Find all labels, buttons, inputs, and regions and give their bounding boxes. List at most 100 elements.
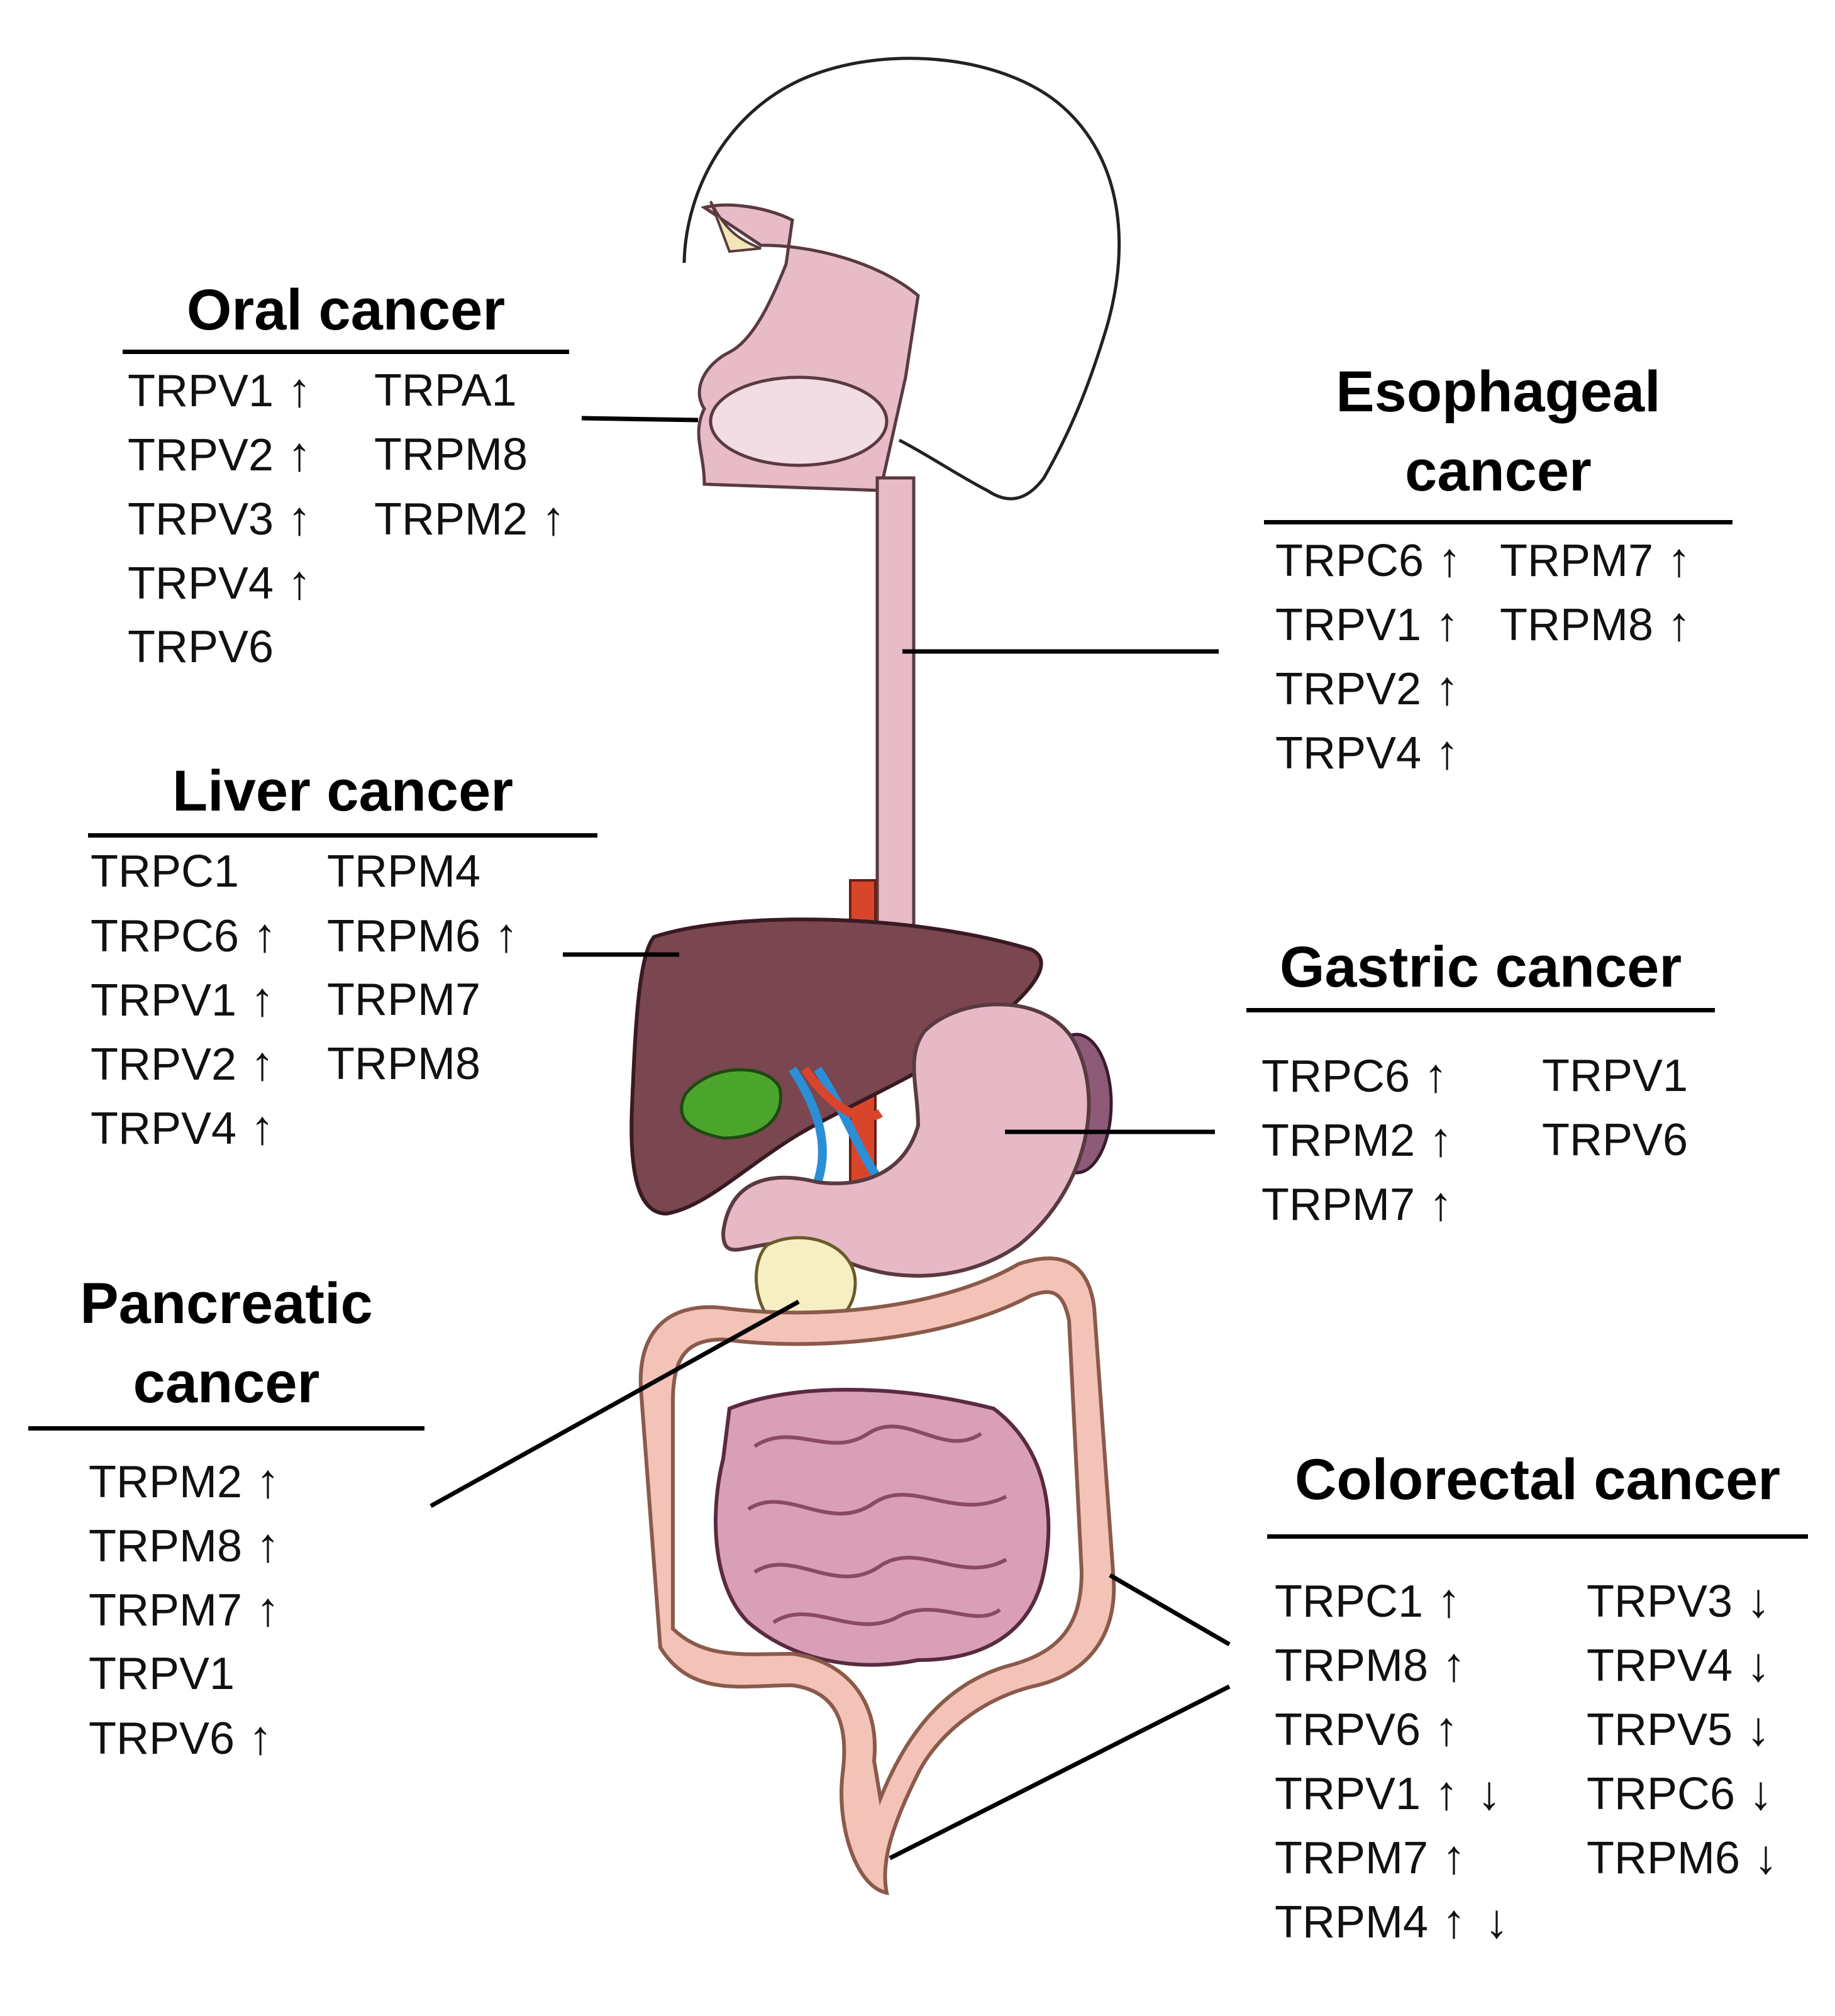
title-rule [123, 350, 569, 354]
gene-entry: TRPV6↑ [1275, 1697, 1509, 1761]
up-arrow-icon: ↑ [1442, 1895, 1466, 1948]
title-line: Liver cancer [172, 759, 514, 823]
down-arrow-icon: ↓ [1746, 1574, 1771, 1627]
gene-entry: TRPV1↑ [128, 358, 311, 423]
up-arrow-icon: ↑ [1438, 533, 1462, 587]
title-line: Oral cancer [186, 278, 506, 342]
gene-entry: TRPC1↑ [1275, 1569, 1509, 1633]
panel-pancreatic: Pancreatic cancer TRPM2↑TRPM8↑TRPM7↑TRPV… [28, 1264, 424, 1764]
up-arrow-icon: ↑ [1429, 1177, 1453, 1231]
gene-name: TRPV2 [1275, 664, 1422, 714]
gene-name: TRPM6 [1587, 1833, 1741, 1883]
up-arrow-icon: ↑ [248, 1711, 273, 1764]
gene-entry: TRPV3↑ [128, 487, 311, 551]
gene-name: TRPV1 [91, 975, 237, 1026]
gene-column-1: TRPC6↑TRPV1↑TRPV2↑TRPV4↑ [1275, 528, 1461, 785]
gene-entry: TRPV1↑ [1275, 592, 1461, 656]
title-line: Pancreatic [80, 1271, 373, 1336]
gene-name: TRPM2 [89, 1457, 243, 1507]
up-arrow-icon: ↑ [253, 909, 277, 962]
esophagus [875, 476, 916, 958]
gene-column-1: TRPC6↑ TRPM2 ↑ TRPM7 ↑ [1261, 1044, 1453, 1236]
gene-name: TRPC6 [91, 911, 240, 961]
gene-entry: TRPM2 ↑ [1261, 1108, 1453, 1172]
gene-name: TRPV1 [128, 366, 274, 416]
gene-entry: TRPM6↓ [1587, 1825, 1778, 1890]
up-arrow-icon: ↑ [287, 556, 312, 609]
up-arrow-icon: ↑ [1435, 662, 1460, 715]
gene-name: TRPM7 [327, 975, 481, 1025]
gene-entry: TRPV1 [89, 1642, 280, 1706]
gene-entry: TRPM2↑ [89, 1449, 280, 1514]
gene-entry: TRPM8 [374, 423, 565, 487]
gene-name: TRPV6 [128, 622, 274, 672]
gene-name: TRPV2 [128, 430, 274, 480]
gene-name: TRPM4 [1275, 1897, 1429, 1947]
gallbladder [680, 1068, 782, 1140]
gene-name: TRPM8 [1500, 600, 1654, 650]
gene-name: TRPM4 [327, 846, 481, 897]
panel-title: Oral cancer [123, 270, 569, 350]
gene-name: TRPC6 [1261, 1051, 1411, 1102]
panel-title: Liver cancer [88, 751, 597, 833]
gene-entry: TRPM2↑ [374, 487, 565, 551]
title-rule [88, 833, 597, 838]
gene-name: TRPM7 [1261, 1180, 1416, 1230]
up-arrow-icon: ↑ [494, 909, 519, 962]
gene-entry: TRPM6↑ [327, 904, 518, 968]
gene-entry: TRPM7↑ [1275, 1825, 1509, 1890]
gene-entry: TRPV4↑ [91, 1096, 277, 1160]
small-intestine [714, 1388, 1051, 1667]
gene-column-2: TRPM7↑TRPM8↑ [1500, 528, 1691, 656]
up-arrow-icon: ↑ [287, 428, 312, 481]
gene-name: TRPC6 [1587, 1769, 1736, 1819]
up-arrow-icon: ↑ [1429, 1113, 1453, 1166]
gene-entry: TRPM7↑ [1500, 528, 1691, 592]
gene-name: TRPV2 [91, 1039, 237, 1090]
gene-entry: TRPV4↑ [128, 551, 311, 615]
sinus [709, 201, 762, 253]
up-arrow-icon: ↑ [250, 1101, 275, 1155]
gene-name: TRPV4 [1275, 728, 1422, 778]
gene-entry: TRPM4 [327, 839, 518, 904]
gene-entry: TRPC6↑ [1261, 1044, 1453, 1108]
gene-name: TRPM2 [1261, 1116, 1416, 1166]
gene-entry: TRPA1 [374, 358, 565, 423]
gene-name: TRPV1 [1275, 1769, 1421, 1819]
gene-name: TRPV1 [1542, 1051, 1688, 1101]
gene-entry: TRPV6 ↑ [89, 1706, 280, 1770]
gene-name: TRPV3 [128, 494, 274, 545]
leader-oral [581, 416, 699, 423]
up-arrow-icon: ↑ [1434, 1702, 1459, 1756]
title-line: Esophageal [1336, 360, 1661, 424]
gene-entry: TRPM7↑ [89, 1578, 280, 1642]
gene-entry: TRPM8↑ [1500, 592, 1691, 656]
gene-entry: TRPM8 [327, 1032, 518, 1096]
gene-entry: TRPV3↓ [1587, 1569, 1778, 1633]
tongue [709, 375, 889, 467]
gene-entry: TRPV1 [1542, 1044, 1688, 1108]
leader-pancreatic [430, 1299, 800, 1509]
panel-esophageal: Esophageal cancer TRPC6↑TRPV1↑TRPV2↑TRPV… [1264, 352, 1732, 779]
gene-name: TRPV1 [1275, 600, 1422, 650]
liver [629, 917, 1043, 1216]
down-arrow-icon: ↓ [1749, 1766, 1773, 1820]
up-arrow-icon: ↑ [256, 1519, 280, 1572]
gene-name: TRPV4 [1587, 1641, 1733, 1691]
gene-name: TRPM8 [327, 1039, 481, 1089]
title-line: cancer [1405, 439, 1592, 504]
down-arrow-icon: ↓ [1477, 1766, 1502, 1820]
panel-colorectal: Colorectal cancer TRPC1↑TRPM8↑TRPV6↑TRPV… [1267, 1440, 1808, 1948]
gene-entry: TRPV6 [1542, 1108, 1688, 1172]
down-arrow-icon: ↓ [1485, 1895, 1509, 1948]
gene-name: TRPV6 [89, 1714, 235, 1764]
gene-name: TRPA1 [374, 365, 517, 416]
panel-oral: Oral cancer TRPV1↑TRPV2↑TRPV3↑TRPV4↑TRPV… [123, 270, 569, 672]
gene-entry: TRPV6 [128, 615, 311, 679]
title-line: cancer [133, 1351, 320, 1415]
gene-column-1: TRPV1↑TRPV2↑TRPV3↑TRPV4↑TRPV6 [128, 358, 311, 679]
panel-title: Colorectal cancer [1267, 1440, 1808, 1534]
